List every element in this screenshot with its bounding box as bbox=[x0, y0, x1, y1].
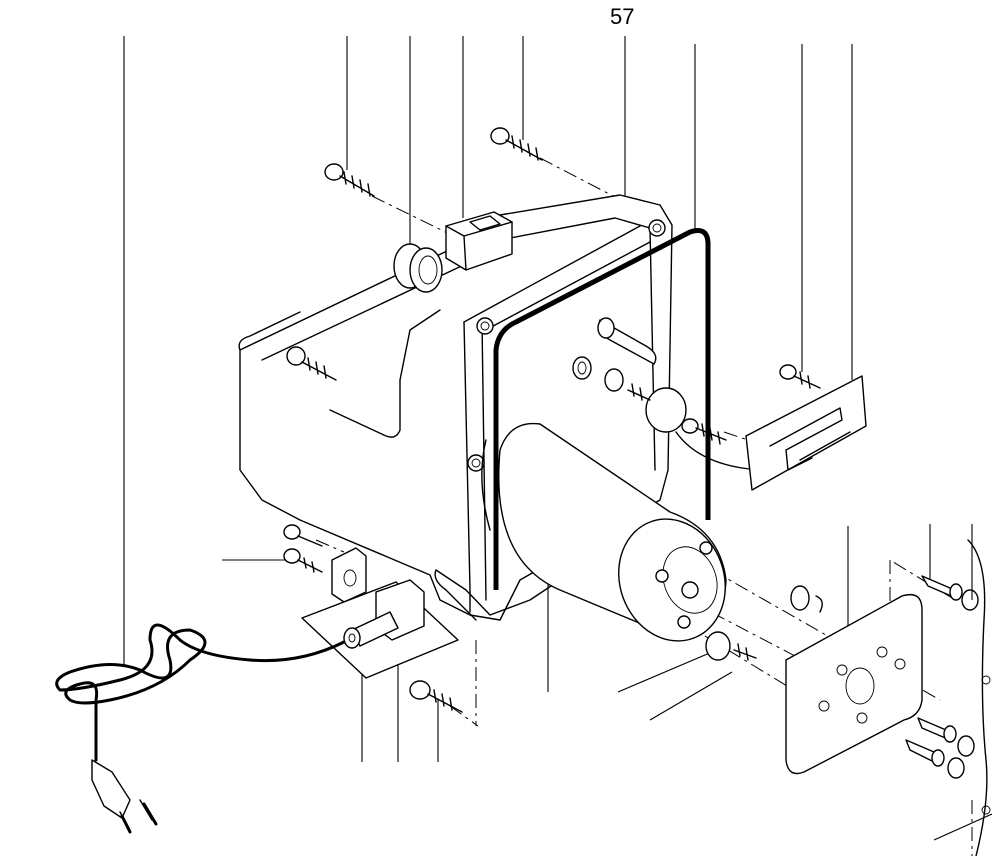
screw-right-top bbox=[779, 364, 821, 389]
guide-pin bbox=[572, 317, 657, 392]
screw-plate-2 bbox=[917, 717, 975, 757]
screw-right-center bbox=[681, 418, 727, 445]
screw-top-left bbox=[324, 163, 375, 197]
bumper-with-wire bbox=[627, 383, 761, 471]
screw-plate-1 bbox=[921, 575, 979, 611]
callout-number-57: 57 bbox=[610, 4, 635, 29]
screw-bottom bbox=[409, 680, 463, 713]
gasket-seal bbox=[493, 228, 711, 590]
terminal-plate bbox=[745, 375, 867, 491]
screws bbox=[283, 127, 979, 779]
screw-left-lower-2 bbox=[283, 548, 323, 573]
electric-motor bbox=[481, 422, 727, 642]
screw-left-side bbox=[286, 346, 337, 381]
switch-block bbox=[445, 211, 513, 271]
mounting-plate bbox=[785, 593, 923, 775]
small-parts bbox=[705, 585, 823, 661]
power-cord bbox=[55, 623, 346, 834]
screw-plate-3 bbox=[905, 739, 965, 779]
machine-outline-right bbox=[967, 539, 991, 856]
adjusting-knob bbox=[393, 243, 443, 293]
cable-clamp bbox=[301, 547, 459, 679]
leader-lines bbox=[123, 36, 992, 841]
screw-top-center bbox=[490, 127, 543, 161]
screw-left-lower-1 bbox=[283, 524, 323, 547]
